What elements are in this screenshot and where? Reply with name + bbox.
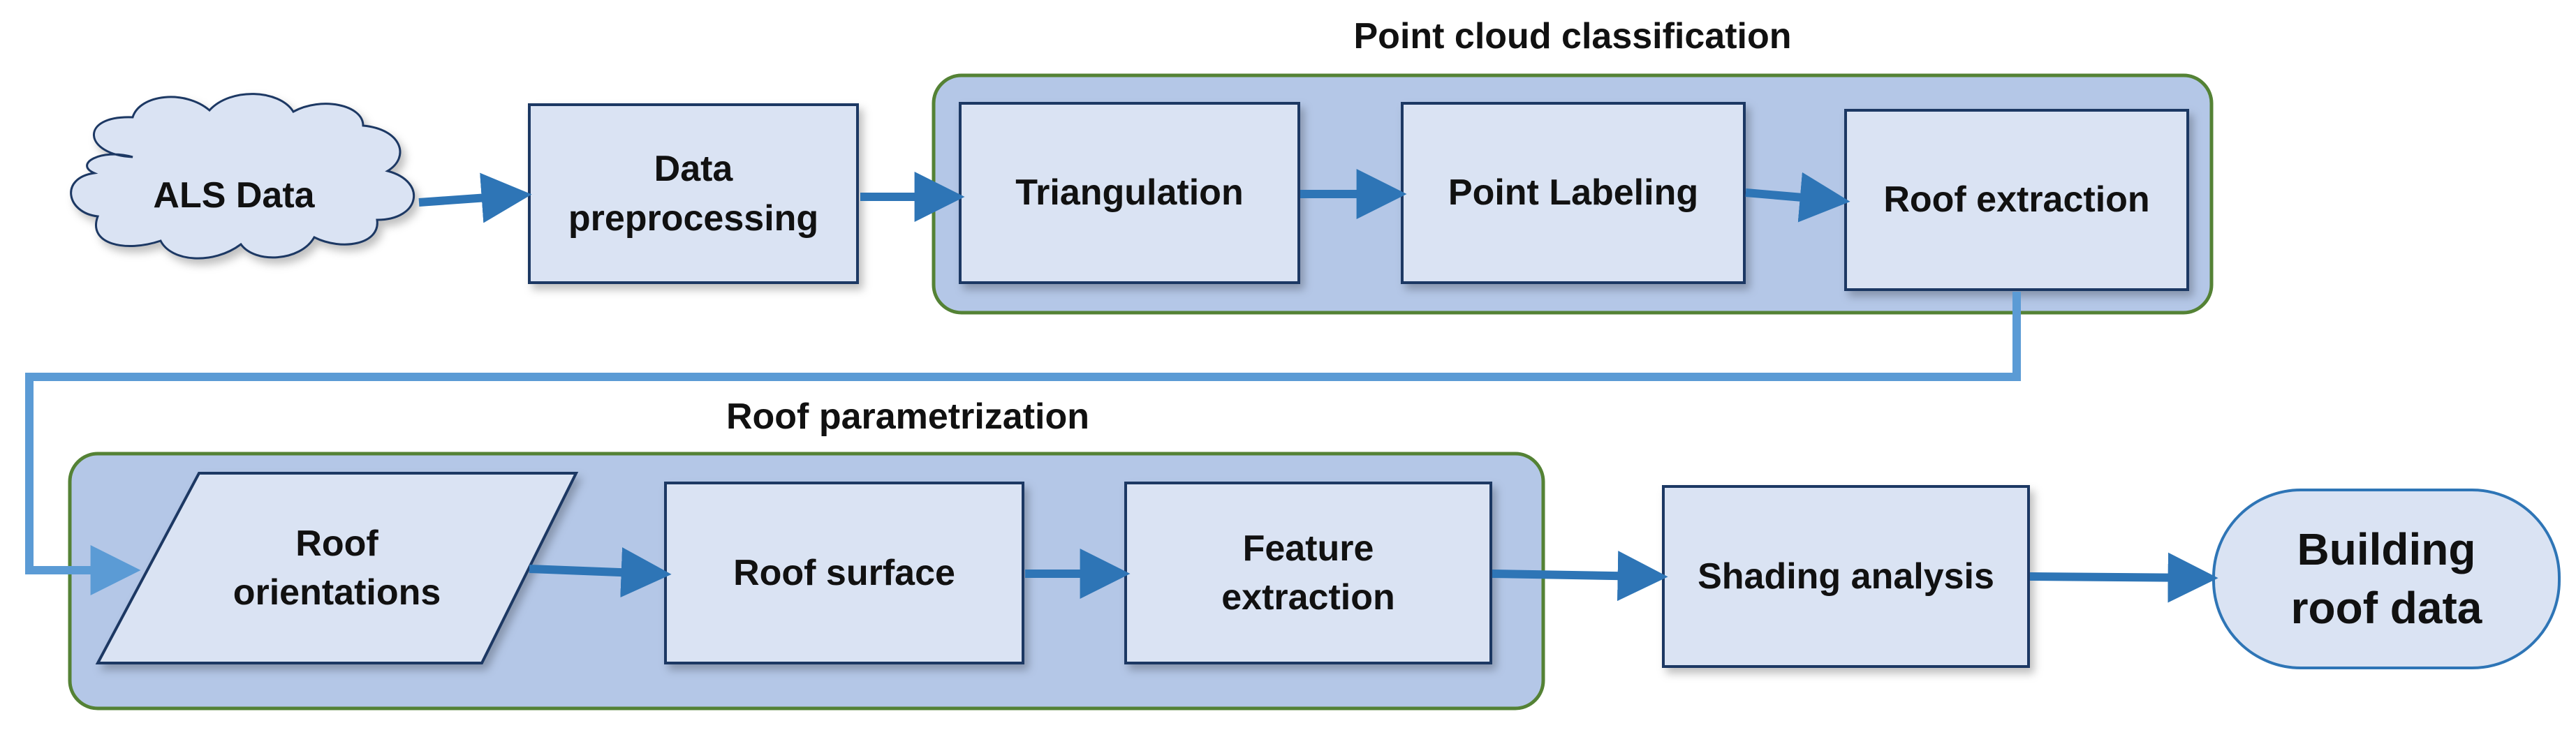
roof-surface-box: [664, 482, 1024, 664]
arrow-shading-to-building: [2029, 552, 2218, 603]
shading-analysis-label: Shading analysis: [1698, 556, 1994, 597]
data-preprocessing-box: [528, 103, 859, 284]
roof-extraction-label: Roof extraction: [1883, 179, 2150, 221]
als-data-cloud-shape: [70, 93, 415, 260]
point-cloud-classification-title: Point cloud classification: [1353, 16, 1792, 57]
arrow-labeling-to-roof-extraction: [1745, 172, 1850, 223]
shading-analysis-box: [1662, 485, 2030, 668]
building-roof-data-label: Building roof data: [2290, 524, 2482, 633]
arrow-feature-to-shading: [1492, 551, 1668, 602]
feature-extraction-label: Feature extraction: [1221, 528, 1395, 618]
triangulation-label: Triangulation: [1015, 172, 1244, 214]
point-labeling-box: [1401, 102, 1746, 284]
roof-orientations-shape: [95, 472, 579, 664]
triangulation-box: [959, 102, 1300, 284]
roof-extraction-box: [1844, 109, 2189, 291]
connector-roof-extraction-to-orientations: [25, 292, 2021, 595]
roof-orientations-label: Roof orientations: [233, 523, 441, 613]
feature-extraction-box: [1124, 482, 1492, 664]
arrow-orientations-to-surface: [529, 547, 672, 598]
arrow-als-to-preprocessing: [418, 172, 532, 223]
roof-surface-label: Roof surface: [733, 552, 955, 593]
data-preprocessing-label: Data preprocessing: [568, 149, 819, 239]
roof-parametrization-title: Roof parametrization: [726, 396, 1090, 437]
point-labeling-label: Point Labeling: [1448, 172, 1699, 214]
als-data-label: ALS Data: [153, 174, 315, 216]
